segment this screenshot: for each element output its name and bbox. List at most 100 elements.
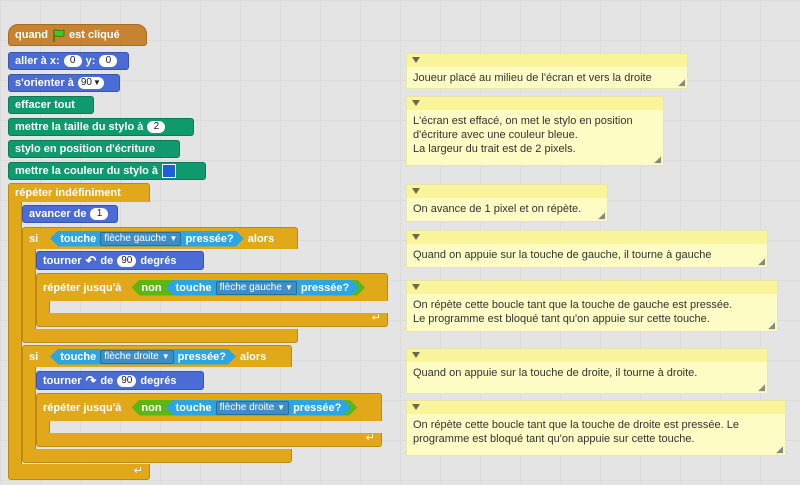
direction-dropdown[interactable]: 90▼ (77, 77, 104, 89)
comment-note[interactable]: Quand on appuie sur la touche de droite,… (406, 348, 768, 394)
block-label: si (29, 232, 39, 245)
forever-foot: ↵ (8, 464, 150, 480)
not-operator[interactable]: non touche flèche gauche▼ pressée? (131, 280, 365, 296)
comment-header[interactable] (407, 97, 663, 110)
block-label: quand (15, 29, 48, 41)
pen-color-block[interactable]: mettre la couleur du stylo à (8, 162, 206, 180)
collapse-triangle-icon[interactable] (412, 352, 420, 358)
collapse-triangle-icon[interactable] (412, 57, 420, 63)
block-label: stylo en position d'écriture (15, 143, 156, 155)
when-flag-clicked-block[interactable]: quand est cliqué (8, 24, 147, 46)
forever-arm (8, 202, 22, 464)
key-pressed-condition[interactable]: touche flèche droite▼ pressée? (50, 349, 236, 365)
block-label: tourner (43, 254, 82, 267)
resize-grip-icon[interactable]: ◢ (678, 77, 685, 87)
repeat-until-right-arm (36, 421, 50, 433)
rotate-right-icon: ↷ (85, 372, 97, 388)
key-pressed-condition[interactable]: touche flèche gauche▼ pressée? (50, 231, 244, 247)
repeat-until-left-block[interactable]: répéter jusqu'à non touche flèche gauche… (36, 273, 388, 301)
resize-grip-icon[interactable]: ◢ (598, 210, 605, 220)
key-dropdown[interactable]: flèche droite▼ (216, 401, 289, 415)
comment-note[interactable]: Joueur placé au milieu de l'écran et ver… (406, 53, 688, 89)
not-operator[interactable]: non touche flèche droite▼ pressée? (131, 400, 357, 416)
direction-value: 90 (80, 77, 92, 88)
key-pressed-condition[interactable]: touche flèche gauche▼ pressée? (166, 280, 360, 296)
collapse-triangle-icon[interactable] (412, 404, 420, 410)
key-dropdown[interactable]: flèche droite▼ (100, 350, 173, 364)
if-right-key-block[interactable]: si touche flèche droite▼ pressée? alors (22, 345, 292, 367)
comment-note[interactable]: L'écran est effacé, on met le stylo en p… (406, 96, 664, 166)
comment-text: Joueur placé au milieu de l'écran et ver… (413, 72, 652, 84)
collapse-triangle-icon[interactable] (412, 188, 420, 194)
move-steps-block[interactable]: avancer de 1 (22, 205, 118, 223)
turn-left-block[interactable]: tourner ↶ degrés de 90 degrés (36, 251, 204, 270)
repeat-until-left-arm (36, 301, 50, 313)
condition-label: pressée? (293, 401, 342, 414)
key-value: flèche gauche (104, 232, 167, 244)
comment-text: L'écran est effacé, on met le stylo en p… (413, 115, 633, 155)
green-flag-icon (52, 29, 65, 42)
comment-note[interactable]: Quand on appuie sur la touche de gauche,… (406, 230, 768, 268)
resize-grip-icon[interactable]: ◢ (776, 444, 783, 454)
key-dropdown[interactable]: flèche gauche▼ (216, 281, 297, 295)
block-label: de (100, 254, 114, 267)
comment-header[interactable] (407, 185, 607, 198)
chevron-down-icon: ▼ (161, 351, 170, 361)
operator-label: non (141, 401, 162, 414)
comment-text: On avance de 1 pixel et on répète. (413, 203, 582, 215)
turn-degrees-input[interactable]: 90 (117, 374, 137, 387)
collapse-triangle-icon[interactable] (412, 100, 420, 106)
goto-xy-block[interactable]: aller à x: 0 y: 0 (8, 52, 129, 70)
if-left-key-block[interactable]: si touche flèche gauche▼ pressée? alors (22, 227, 298, 249)
block-label: de (100, 374, 114, 387)
collapse-triangle-icon[interactable] (412, 284, 420, 290)
resize-grip-icon[interactable]: ◢ (758, 382, 765, 392)
turn-right-block[interactable]: tourner ↷ de 90 degrés (36, 371, 204, 390)
chevron-down-icon: ▼ (93, 78, 101, 87)
condition-label: touche (60, 350, 97, 363)
x-input[interactable]: 0 (63, 55, 82, 67)
key-value: flèche droite (104, 350, 159, 362)
comment-note[interactable]: On avance de 1 pixel et on répète. ◢ (406, 184, 608, 222)
block-label: aller à x: (15, 55, 60, 67)
condition-label: pressée? (177, 350, 226, 363)
block-label: est cliqué (69, 29, 120, 41)
comment-text: On répète cette boucle tant que la touch… (413, 419, 739, 445)
loop-arrow-icon: ↵ (371, 312, 381, 324)
pen-size-block[interactable]: mettre la taille du stylo à 2 (8, 118, 194, 136)
y-input[interactable]: 0 (99, 55, 118, 67)
resize-grip-icon[interactable]: ◢ (768, 320, 775, 330)
block-label: y: (85, 55, 96, 67)
forever-block[interactable]: répéter indéfiniment (8, 183, 150, 202)
block-label: s'orienter à (15, 77, 74, 89)
key-dropdown[interactable]: flèche gauche▼ (100, 232, 181, 246)
steps-input[interactable]: 1 (90, 208, 109, 220)
repeat-until-right-block[interactable]: répéter jusqu'à non touche flèche droite… (36, 393, 382, 421)
pen-size-input[interactable]: 2 (147, 121, 166, 133)
chevron-down-icon: ▼ (284, 282, 293, 292)
block-label: répéter jusqu'à (43, 281, 122, 294)
pen-down-block[interactable]: stylo en position d'écriture (8, 140, 180, 158)
comment-header[interactable] (407, 349, 767, 362)
resize-grip-icon[interactable]: ◢ (758, 256, 765, 266)
point-direction-block[interactable]: s'orienter à 90▼ (8, 74, 120, 92)
comment-text: On répète cette boucle tant que la touch… (413, 299, 733, 325)
comment-note[interactable]: On répète cette boucle tant que la touch… (406, 400, 786, 456)
clear-block[interactable]: effacer tout (8, 96, 94, 114)
condition-label: touche (175, 401, 212, 414)
collapse-triangle-icon[interactable] (412, 234, 420, 240)
key-pressed-condition[interactable]: touche flèche droite▼ pressée? (166, 400, 352, 416)
block-label: si (29, 350, 39, 363)
comment-header[interactable] (407, 231, 767, 244)
comment-note[interactable]: On répète cette boucle tant que la touch… (406, 280, 778, 332)
block-label: degrés (140, 254, 177, 267)
resize-grip-icon[interactable]: ◢ (654, 154, 661, 164)
pen-color-swatch[interactable] (162, 164, 177, 178)
condition-label: pressée? (300, 281, 350, 294)
comment-header[interactable] (407, 281, 777, 294)
comment-header[interactable] (407, 54, 687, 67)
turn-degrees-input[interactable]: 90 (117, 254, 137, 267)
if-right-arm (22, 367, 36, 449)
comment-header[interactable] (407, 401, 785, 414)
block-label: répéter jusqu'à (43, 401, 122, 414)
